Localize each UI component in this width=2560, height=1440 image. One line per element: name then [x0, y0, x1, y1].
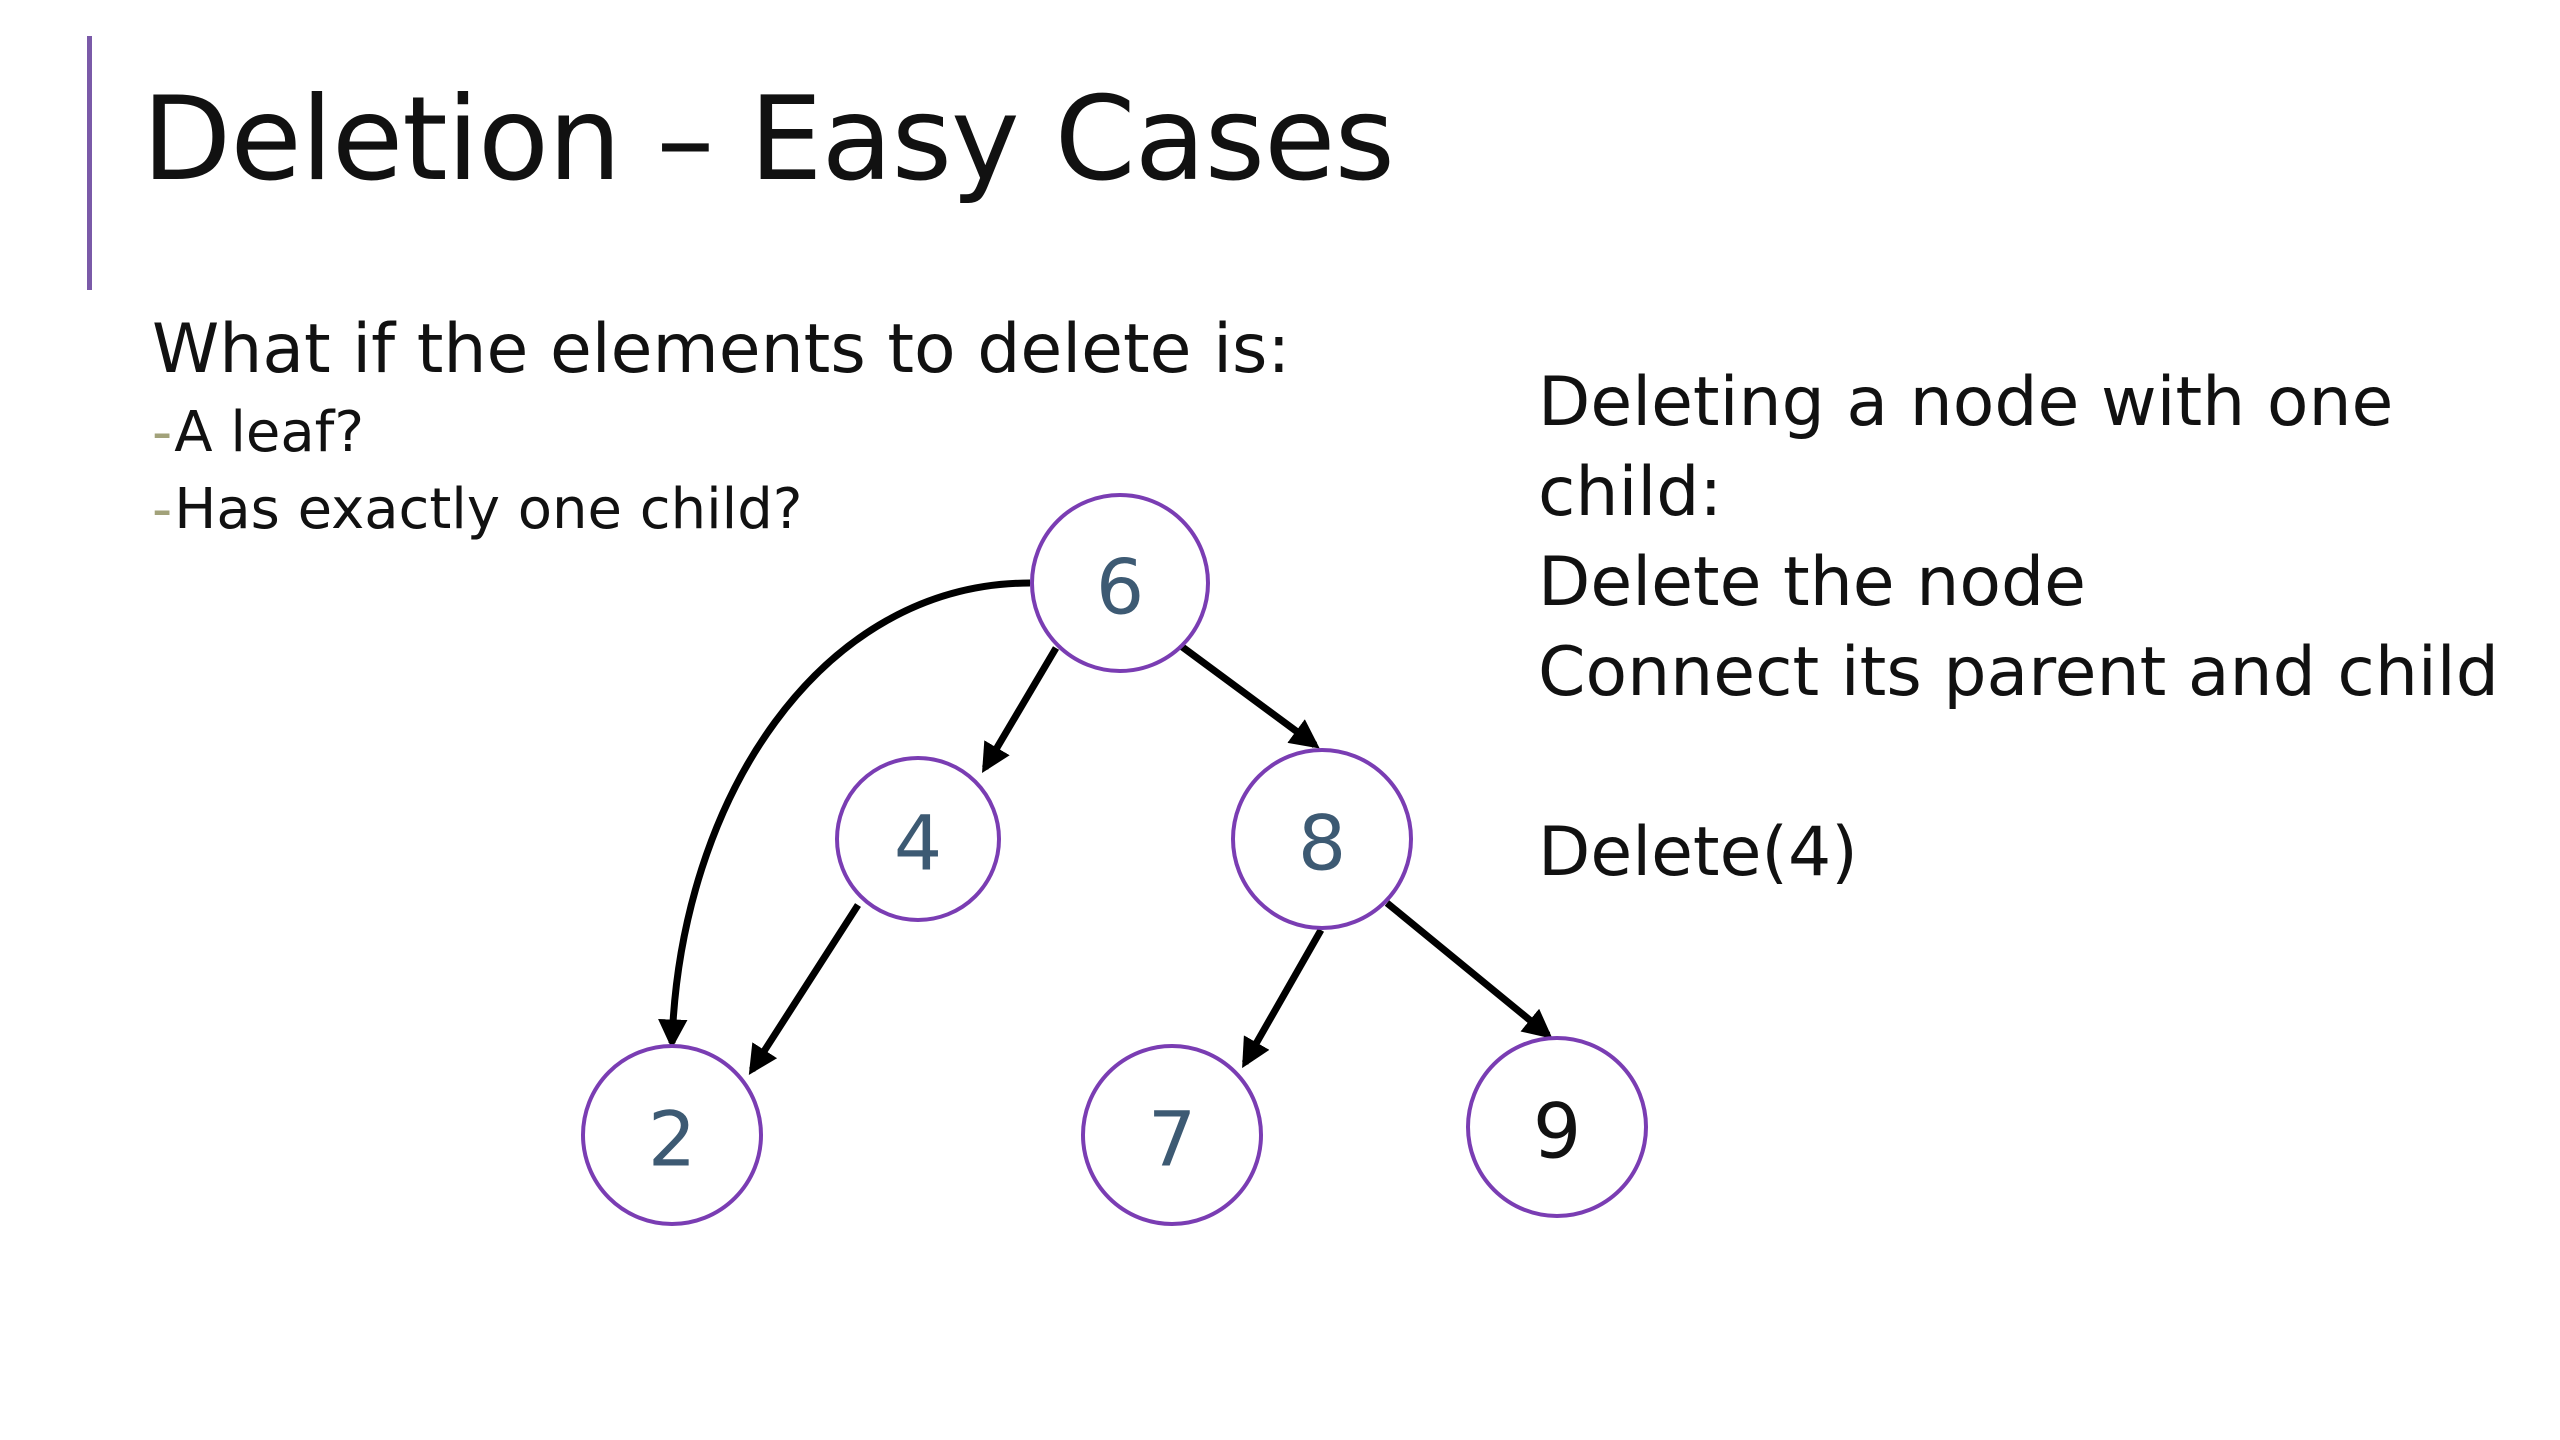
node-label: 6: [1096, 543, 1144, 632]
tree-node-6: 6: [1030, 493, 1210, 673]
edge-8-7: [1241, 928, 1325, 1069]
tree-node-2: 2: [581, 1044, 763, 1226]
edge-4-2: [748, 903, 861, 1075]
bullet-one-child: -Has exactly one child?: [152, 471, 1290, 548]
node-circle: [1081, 1044, 1263, 1226]
bullet-text: A leaf?: [174, 400, 365, 466]
node-circle: [1030, 493, 1210, 673]
node-circle: [581, 1044, 763, 1226]
tree-node-7: 7: [1081, 1044, 1263, 1226]
slide-title: Deletion – Easy Cases: [142, 72, 1395, 207]
explanation-line: Deleting a node with one: [1538, 363, 2394, 442]
node-circle: [1231, 748, 1413, 930]
node-circle: [1466, 1036, 1648, 1218]
edge-6-2-curved: [658, 579, 1031, 1049]
node-label: 4: [894, 799, 942, 888]
question-block: What if the elements to delete is: -A le…: [152, 310, 1291, 549]
explanation-line: Connect its parent and child: [1538, 633, 2499, 712]
explanation-line: Delete the node: [1538, 543, 2086, 622]
node-label: 8: [1298, 799, 1346, 888]
edge-6-8: [1178, 643, 1320, 749]
bullet-text: Has exactly one child?: [174, 477, 803, 543]
tree-edges: [658, 579, 1553, 1075]
delete-call: Delete(4): [1538, 813, 1858, 892]
node-circle: [835, 756, 1001, 922]
bullet-dash: -: [152, 477, 173, 543]
tree-node-4: 4: [835, 756, 1001, 922]
tree-node-9: 9: [1466, 1036, 1648, 1218]
title-accent-bar: [87, 36, 92, 290]
node-label: 2: [648, 1095, 696, 1184]
node-label: 9: [1533, 1087, 1581, 1176]
node-label: 7: [1148, 1095, 1196, 1184]
edge-8-9: [1384, 900, 1553, 1039]
explanation-block: Deleting a node with one child: Delete t…: [1538, 358, 2499, 898]
bullet-dash: -: [152, 400, 173, 466]
question-text: What if the elements to delete is:: [152, 310, 1291, 389]
edge-6-4: [981, 646, 1060, 774]
tree-node-8: 8: [1231, 748, 1413, 930]
bullet-list: -A leaf? -Has exactly one child?: [152, 394, 1290, 549]
bullet-leaf: -A leaf?: [152, 394, 1290, 471]
explanation-line: child:: [1538, 453, 1723, 532]
